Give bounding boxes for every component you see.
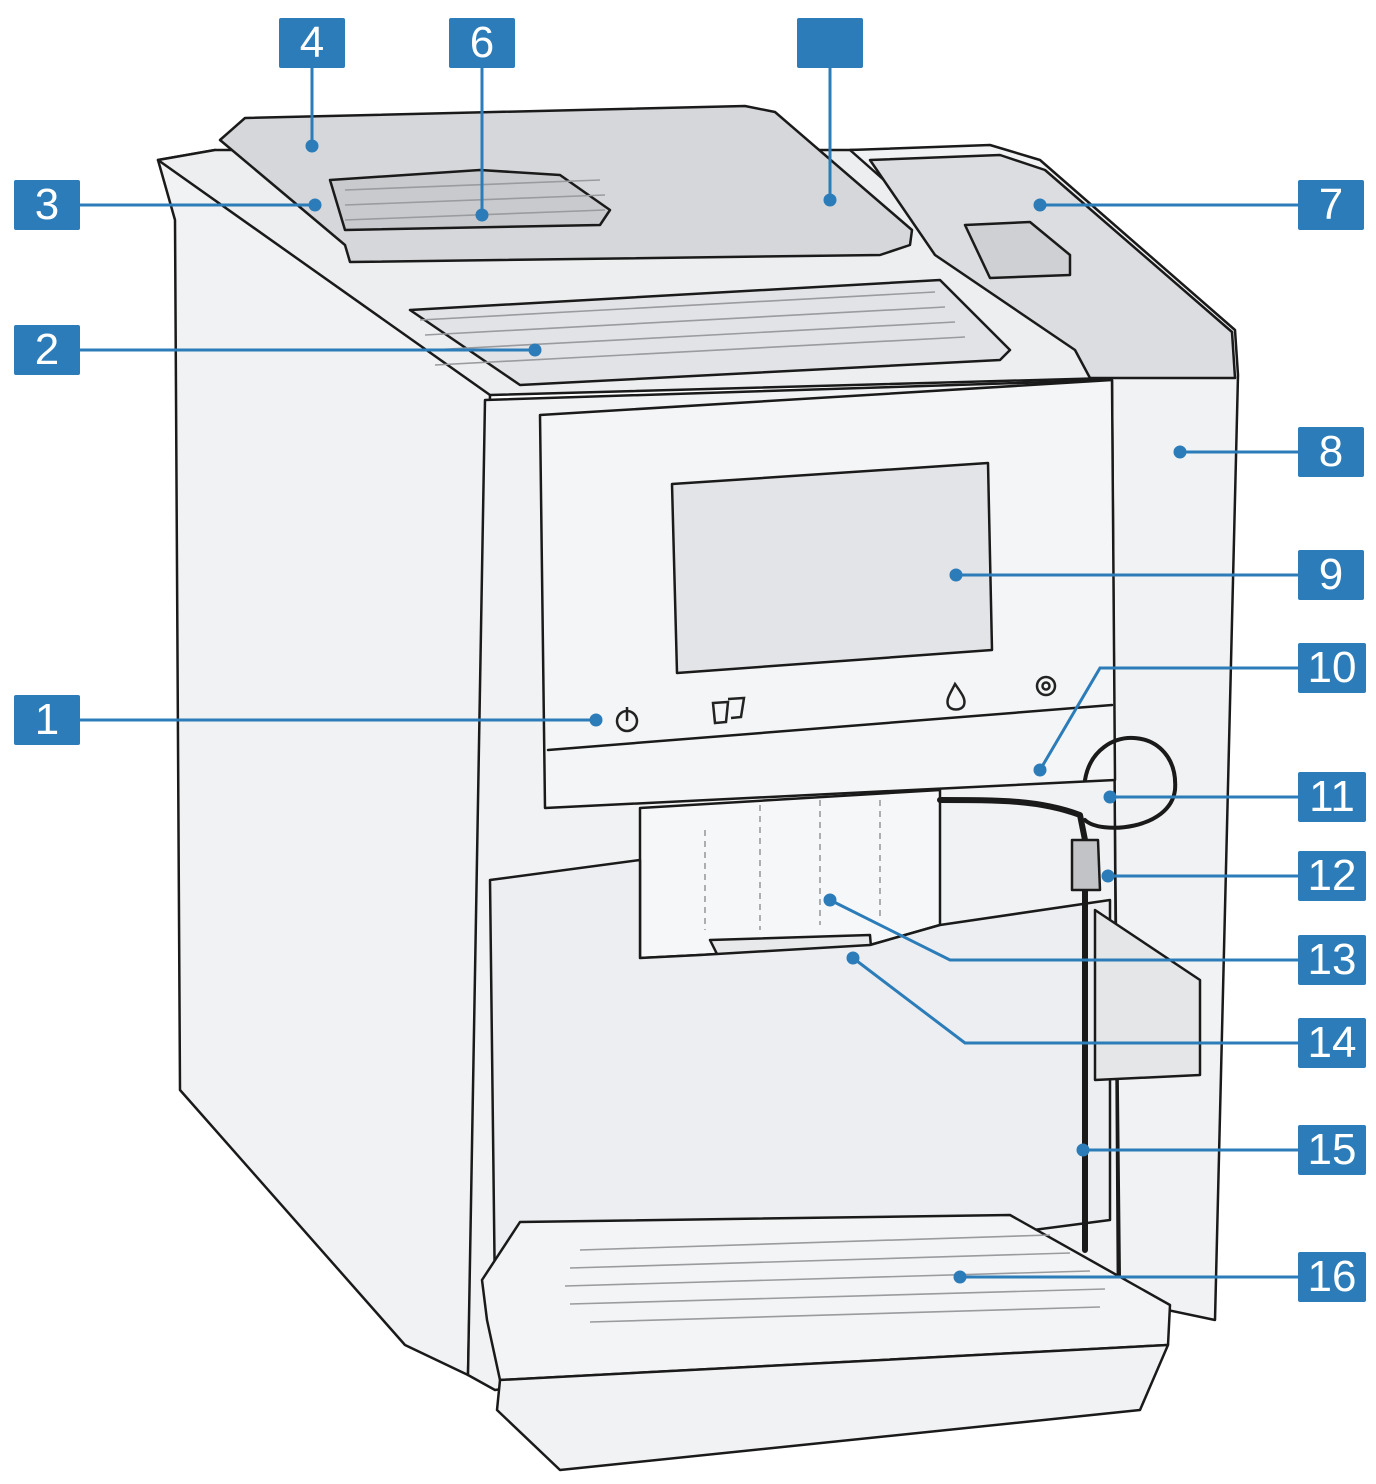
callout-13: 13 [1298,935,1366,985]
power-icon[interactable] [615,707,639,733]
drip-tray-front [495,1343,1170,1472]
display-screen [670,461,994,675]
milk-tube-connector [1070,838,1102,892]
milk-tube [937,797,1088,1253]
callout-8: 8 [1298,427,1364,477]
callout-4: 4 [279,18,345,68]
leader-lines [80,68,1298,1284]
drop-icon[interactable] [946,681,966,711]
callout-9: 9 [1298,550,1364,600]
leader-line-14 [852,956,1298,1045]
gear-icon[interactable] [1035,675,1057,697]
callout-12: 12 [1298,851,1366,901]
callout-14: 14 [1298,1018,1366,1068]
callout-10: 10 [1298,643,1366,693]
callout-1: 1 [14,695,80,745]
callout-16: 16 [1298,1252,1366,1302]
leader-line-10 [1038,666,1298,771]
leader-line-13 [829,898,1298,962]
callout-3: 3 [14,180,80,230]
callout-7: 7 [1298,180,1364,230]
callout-6: 6 [449,18,515,68]
callout-2: 2 [14,325,80,375]
callout-11: 11 [1298,772,1366,822]
cups-icon[interactable] [711,696,746,725]
callout-15: 15 [1298,1125,1366,1175]
callout-5 [797,18,863,68]
panel-icons [615,675,1057,733]
